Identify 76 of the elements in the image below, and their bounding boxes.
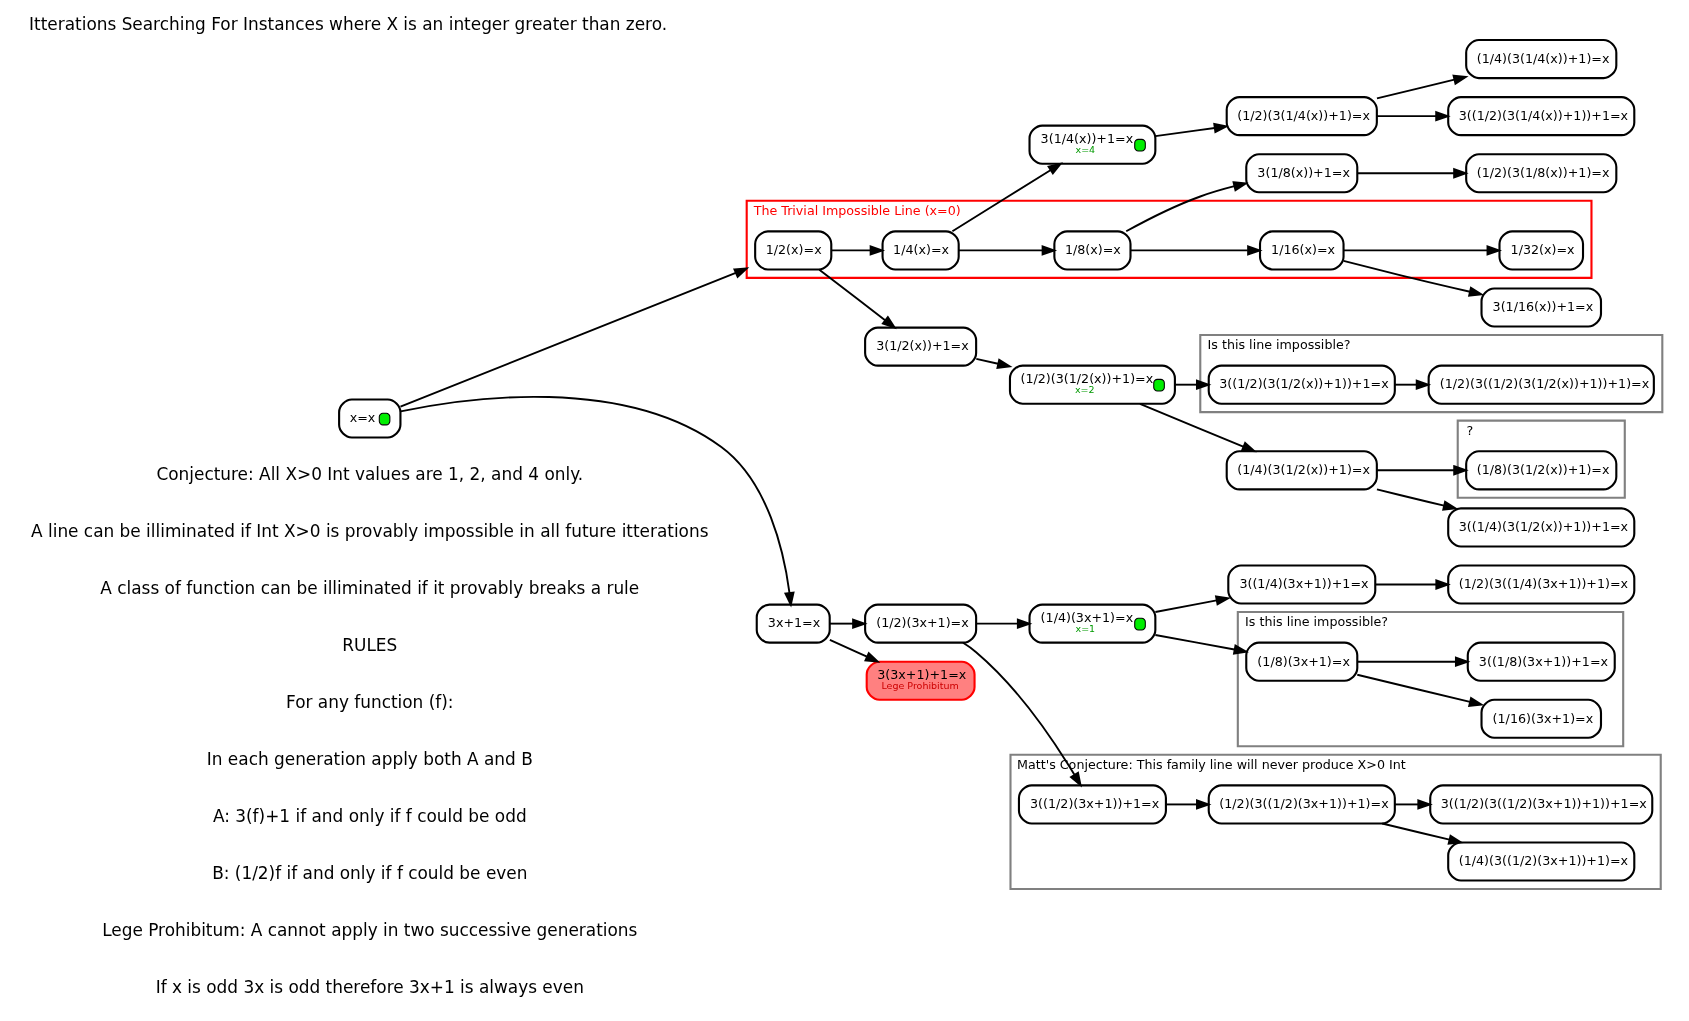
arrow xyxy=(1376,110,1451,122)
label: Conjecture: All X>0 Int values are 1, 2, and 4 only. xyxy=(156,463,584,484)
node-box: 3((1/2)(3((1/2)(3x+1))+1))+1=x xyxy=(1429,784,1654,825)
label: A: 3(f)+1 if and only if f could be odd xyxy=(212,806,527,827)
arrow xyxy=(399,267,750,408)
node-box: (1/4)(3(1/4(x))+1)=x xyxy=(1465,38,1618,80)
node-box: 3x+1=x xyxy=(755,603,831,644)
node-box: (1/2)(3(1/2(x))+1)=x x=2 xyxy=(1008,364,1176,405)
arrow xyxy=(1154,595,1232,613)
node-box: (1/2)(3((1/2)(3(1/2(x))+1))+1)=x xyxy=(1427,364,1655,405)
arrow xyxy=(962,641,1082,788)
node-box: (1/2)(3x+1)=x xyxy=(864,603,978,644)
arrow xyxy=(957,245,1058,256)
arrow xyxy=(1374,579,1451,590)
node-box: 3(1/4(x))+1=x x=4 xyxy=(1028,124,1157,165)
arrow xyxy=(1376,464,1469,476)
arrow xyxy=(975,357,1013,369)
node-box: 3(1/8(x))+1=x xyxy=(1245,153,1359,194)
node-box: 3((1/4)(3x+1))+1=x xyxy=(1227,564,1377,605)
node-box: (1/8)(3(1/2(x))+1)=x xyxy=(1465,450,1618,491)
node-box: 3((1/2)(3(1/2(x))+1))+1=x xyxy=(1207,364,1396,405)
node-box: 3((1/2)(3(1/4(x))+1))+1=x xyxy=(1447,96,1636,137)
node-box: (1/2)(3(1/8(x))+1)=x xyxy=(1465,153,1618,194)
arrow xyxy=(1356,673,1485,707)
node-box: (1/4)(3(1/2(x))+1)=x xyxy=(1225,450,1378,491)
node-box: 1/4(x)=x xyxy=(881,230,960,271)
arrow xyxy=(1125,181,1249,233)
label: B: (1/2)f if and only if f could be even xyxy=(212,863,528,884)
arrow xyxy=(830,245,886,256)
arrow xyxy=(1154,122,1230,138)
node-box: 3((1/8)(3x+1))+1=x xyxy=(1466,641,1616,682)
arrow xyxy=(818,268,897,330)
node-box: (1/4)(3x+1)=x x=1 xyxy=(1028,603,1157,644)
arrow xyxy=(1165,799,1212,810)
node-box: (1/2)(3((1/2)(3x+1))+1)=x xyxy=(1207,784,1396,825)
arrow xyxy=(1174,379,1212,391)
node-box: 3(3x+1)+1=x Lege Prohibitum xyxy=(865,660,976,701)
label: A line can be illiminated if Int X>0 is provably impossible in all future itterations xyxy=(31,520,709,541)
arrow xyxy=(1381,822,1464,845)
node-box: 1/32(x)=x xyxy=(1498,230,1585,271)
diagram-title: Itterations Searching For Instances where X is an integer greater than zero. xyxy=(29,14,668,35)
node-box: 1/2(x)=x xyxy=(754,230,833,271)
label: A class of function can be illiminated if it provably breaks a rule xyxy=(100,577,640,598)
arrow xyxy=(1394,799,1433,810)
node-box: 3((1/2)(3x+1))+1=x xyxy=(1017,784,1167,825)
arrow xyxy=(1376,74,1469,100)
label: For any function (f): xyxy=(286,692,454,712)
node-box: (1/8)(3x+1)=x xyxy=(1245,641,1359,682)
arrow xyxy=(828,638,881,663)
arrow xyxy=(1394,379,1432,391)
node-box: 1/8(x)=x xyxy=(1053,230,1132,271)
node-box: (1/2)(3(1/4(x))+1)=x xyxy=(1225,96,1378,137)
arrow xyxy=(828,618,868,630)
node-box: 3(1/16(x))+1=x xyxy=(1480,287,1603,328)
node-box: 3(1/2(x))+1=x xyxy=(864,326,978,367)
arrow xyxy=(1342,245,1502,256)
node-box: (1/2)(3((1/4)(3x+1))+1)=x xyxy=(1447,564,1636,605)
node-box: 1/16(x)=x xyxy=(1258,230,1345,271)
arrow xyxy=(1129,245,1263,256)
arrow xyxy=(1356,167,1469,179)
arrow xyxy=(1154,634,1249,655)
arrow xyxy=(1356,656,1471,668)
arrow xyxy=(1376,488,1459,511)
node-box: (1/4)(3((1/2)(3x+1))+1)=x xyxy=(1447,841,1636,882)
arrow xyxy=(1139,402,1258,453)
label: RULES xyxy=(342,634,398,655)
node-box: (1/16)(3x+1)=x xyxy=(1480,698,1603,739)
arrow xyxy=(1342,260,1485,297)
arrow xyxy=(951,162,1064,233)
arrow xyxy=(399,396,795,608)
label: In each generation apply both A and B xyxy=(206,749,533,770)
label: Lege Prohibitum: A cannot apply in two successive generations xyxy=(102,920,638,941)
node-box: x=x xyxy=(338,398,402,439)
node-box: 3((1/4)(3(1/2(x))+1))+1=x xyxy=(1447,507,1636,548)
arrow xyxy=(975,618,1033,630)
label: If x is odd 3x is odd therefore 3x+1 is always even xyxy=(155,977,584,998)
